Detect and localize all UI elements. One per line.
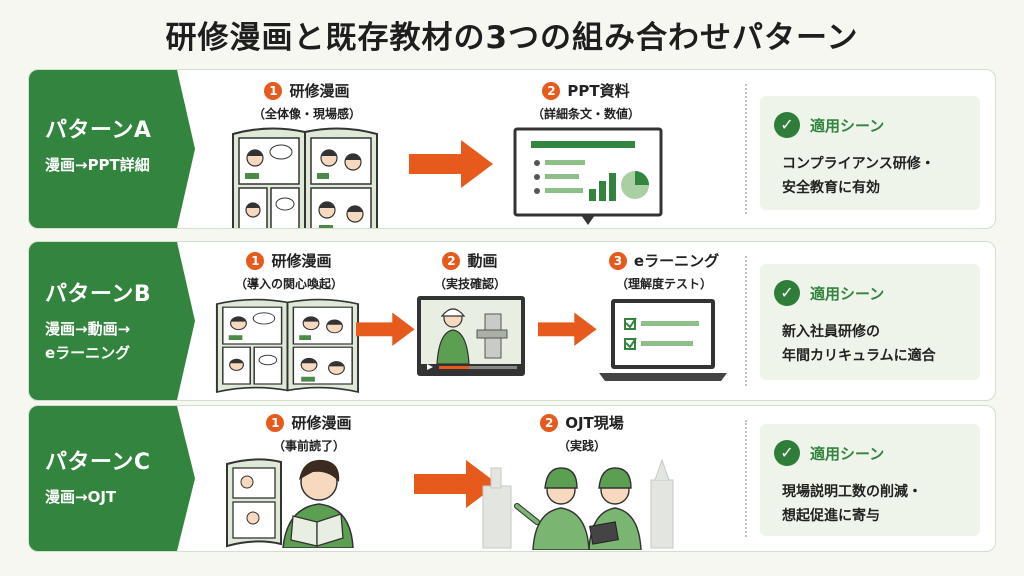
- step-subtitle: （実践）: [557, 439, 606, 453]
- step-subtitle: （全体像・現場感）: [252, 107, 361, 121]
- step-subtitle: （実技確認）: [433, 277, 506, 291]
- arrow-right-icon: [538, 312, 597, 347]
- step-number: 1: [264, 81, 283, 100]
- scene-box: ✓ 適用シーン 新入社員研修の 年間カリキュラムに適合: [760, 264, 980, 380]
- check-icon: ✓: [774, 280, 800, 306]
- scene-label: 適用シーン: [810, 444, 885, 463]
- step-subtitle: （事前読了）: [272, 439, 345, 453]
- arrow-right-icon: [356, 312, 415, 347]
- step-title: 動画: [467, 252, 498, 270]
- step-number: 1: [246, 251, 265, 270]
- laptop-checklist-icon: [599, 299, 727, 381]
- step-number: 2: [542, 81, 561, 100]
- step-subtitle: （詳細条文・数値）: [531, 107, 640, 121]
- step-elearning: 3 eラーニング （理解度テスト）: [589, 250, 739, 292]
- video-player-icon: [417, 296, 525, 376]
- step-number: 2: [442, 251, 461, 270]
- pattern-c-band: パターンC 漫画→OJT: [29, 406, 195, 551]
- check-icon: ✓: [774, 440, 800, 466]
- scene-text-line: 現場説明工数の削減・: [782, 484, 922, 500]
- pattern-c-row: パターンC 漫画→OJT 1 研修漫画 （事前読了） 2 OJT現場 （実践）: [28, 405, 996, 552]
- step-title: 研修漫画: [289, 82, 350, 100]
- pattern-name: パターンB: [45, 282, 152, 307]
- step-title: OJT現場: [565, 414, 624, 432]
- scene-box: ✓ 適用シーン コンプライアンス研修・ 安全教育に有効: [760, 96, 980, 210]
- scene-text-line: 新入社員研修の: [782, 324, 880, 340]
- pattern-name: パターンA: [45, 118, 152, 143]
- step-ppt: 2 PPT資料 （詳細条文・数値）: [511, 80, 661, 122]
- step-number: 3: [608, 251, 627, 270]
- pattern-a-band: パターンA 漫画→PPT詳細: [29, 70, 195, 228]
- step-video: 2 動画 （実技確認）: [405, 250, 535, 292]
- step-subtitle: （導入の関心喚起）: [234, 277, 343, 291]
- open-manga-book-icon: [213, 296, 369, 401]
- scene-box: ✓ 適用シーン 現場説明工数の削減・ 想起促進に寄与: [760, 424, 980, 536]
- divider: [745, 420, 747, 537]
- pattern-b-row: パターンB 漫画→動画→ eラーニング 1 研修漫画 （導入の関心喚起） 2 動画 …: [28, 241, 996, 401]
- pattern-flow: 漫画→PPT詳細: [45, 156, 150, 174]
- step-manga: 1 研修漫画 （事前読了）: [229, 412, 389, 454]
- scene-label: 適用シーン: [810, 284, 885, 303]
- step-title: eラーニング: [633, 252, 720, 270]
- check-icon: ✓: [774, 112, 800, 138]
- step-title: 研修漫画: [291, 414, 352, 432]
- step-number: 1: [266, 413, 285, 432]
- divider: [745, 256, 747, 386]
- scene-text-line: 想起促進に寄与: [782, 508, 880, 524]
- pattern-b-band: パターンB 漫画→動画→ eラーニング: [29, 242, 195, 400]
- pattern-flow: 漫画→OJT: [45, 488, 117, 506]
- scene-label: 適用シーン: [810, 116, 885, 135]
- pattern-a-row: パターンA 漫画→PPT詳細 1 研修漫画 （全体像・現場感） 2 PPT資料 （詳…: [28, 69, 996, 229]
- step-number: 2: [540, 413, 559, 432]
- step-title: 研修漫画: [271, 252, 332, 270]
- scene-text-line: 安全教育に有効: [782, 180, 880, 196]
- pattern-flow: eラーニング: [45, 344, 131, 362]
- open-manga-book-icon: [229, 124, 385, 229]
- step-manga: 1 研修漫画 （全体像・現場感）: [223, 80, 391, 122]
- step-subtitle: （理解度テスト）: [615, 277, 712, 291]
- divider: [745, 84, 747, 214]
- pattern-name: パターンC: [45, 450, 151, 475]
- presentation-board-icon: [513, 127, 663, 225]
- pattern-flow: 漫画→動画→: [45, 320, 131, 338]
- step-title: PPT資料: [567, 82, 630, 100]
- site-workers-icon: [482, 458, 674, 550]
- step-ojt: 2 OJT現場 （実践）: [507, 412, 657, 454]
- page-title: 研修漫画と既存教材の3つの組み合わせパターン: [165, 20, 859, 56]
- reading-manga-icon: [226, 458, 354, 548]
- scene-text-line: コンプライアンス研修・: [782, 156, 935, 172]
- arrow-right-icon: [409, 140, 493, 188]
- scene-text-line: 年間カリキュラムに適合: [782, 348, 936, 364]
- step-manga: 1 研修漫画 （導入の関心喚起）: [209, 250, 369, 292]
